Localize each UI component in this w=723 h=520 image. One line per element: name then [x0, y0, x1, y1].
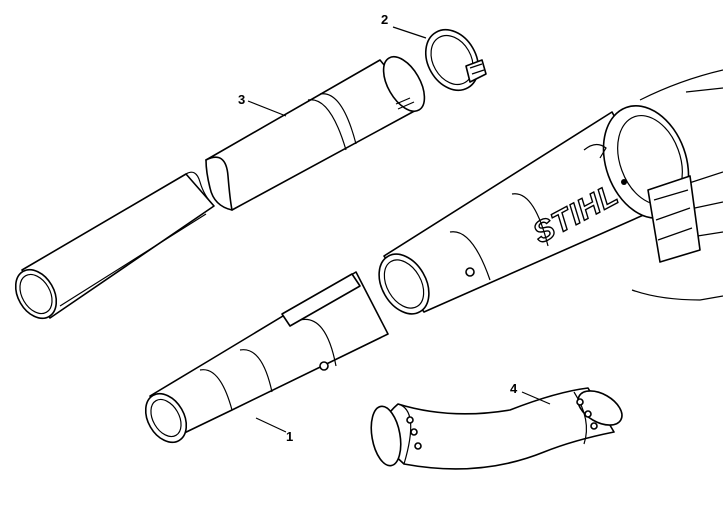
callout-4: 4: [510, 381, 518, 396]
hose-clamp-part: [424, 29, 487, 91]
blower-nozzle-part: [144, 271, 389, 444]
callout-1: 1: [286, 429, 293, 444]
callout-2: 2: [381, 12, 388, 27]
blower-tube-part: [14, 56, 426, 320]
leader-4: [521, 391, 551, 405]
leader-2: [392, 26, 427, 39]
leader-lines: [247, 26, 551, 433]
elbow-part: [370, 387, 623, 470]
callout-3: 3: [238, 92, 245, 107]
leader-1: [255, 417, 287, 433]
leader-3: [247, 100, 287, 117]
